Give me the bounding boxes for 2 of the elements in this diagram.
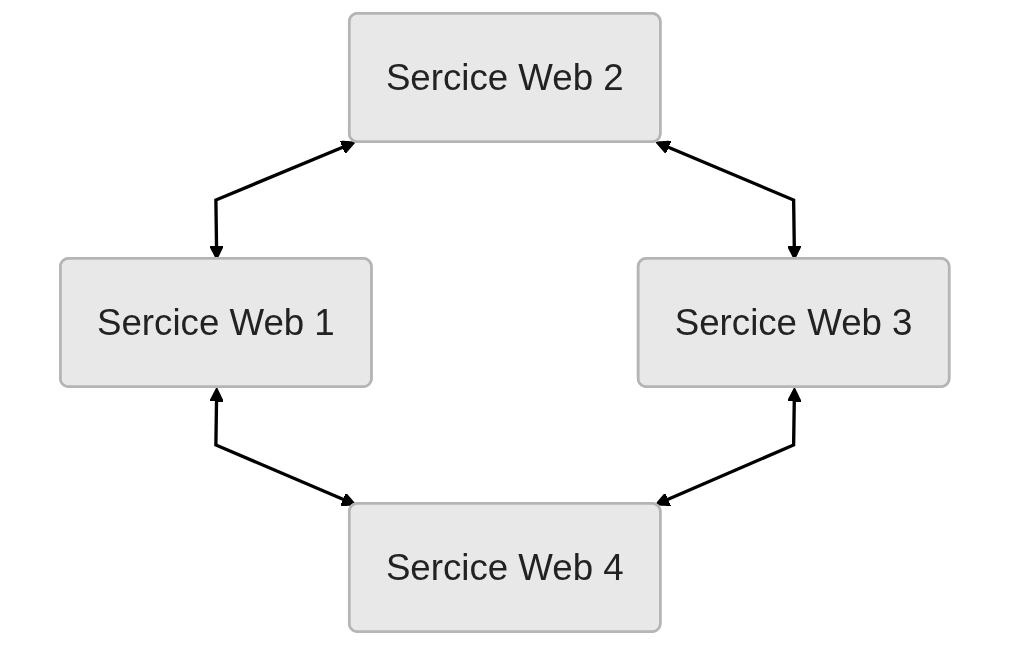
arrow	[654, 387, 802, 507]
arrow	[208, 387, 356, 507]
